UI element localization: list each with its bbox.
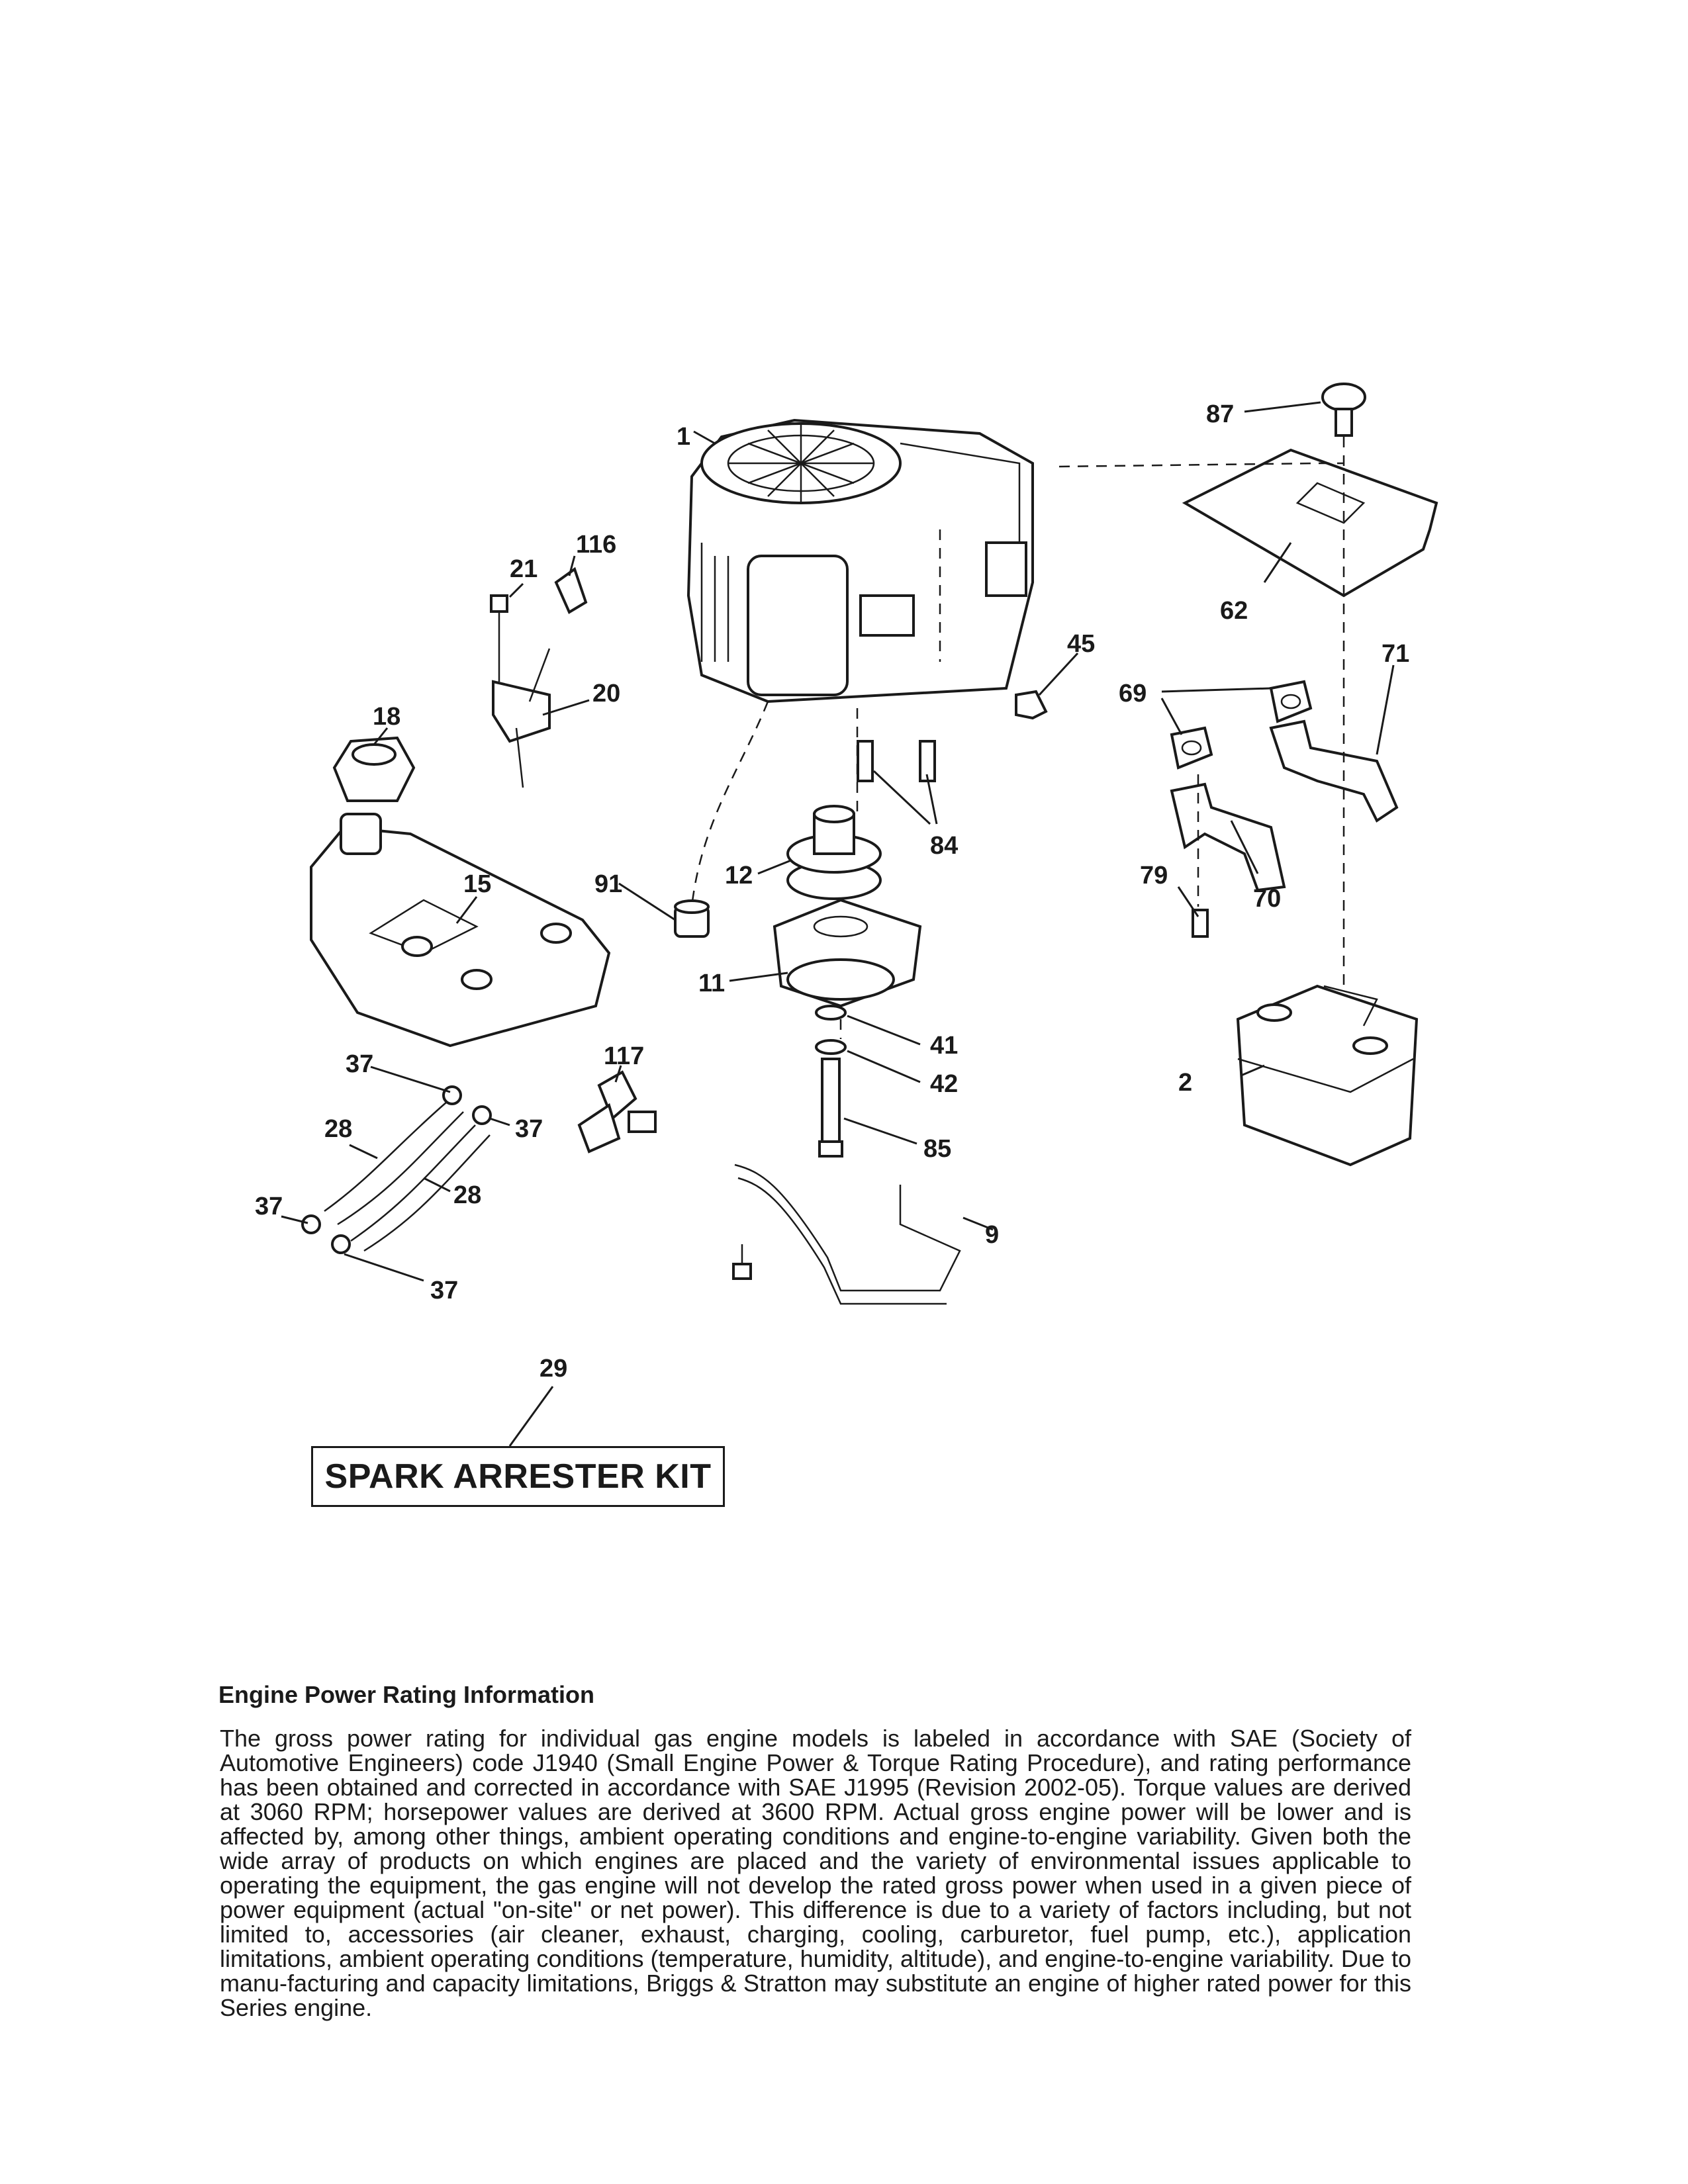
leader-lines [281, 401, 1395, 1447]
engine-power-rating-title: Engine Power Rating Information [218, 1681, 595, 1708]
callout-11: 11 [698, 970, 725, 997]
cable-part-9 [734, 1163, 961, 1305]
callout-37d: 37 [430, 1277, 458, 1304]
callout-45: 45 [1067, 630, 1095, 658]
washer-part-42 [815, 1039, 847, 1055]
fuel-line-part-28 [324, 1101, 491, 1252]
exhaust-pipe-part-71 [1269, 719, 1399, 823]
electric-clutch-part-11 [773, 898, 922, 1008]
bolt-part-79 [1192, 909, 1209, 938]
bolts-part-84 [857, 740, 936, 782]
engine-pulley-part-12 [786, 805, 882, 900]
bolt-part-85 [818, 1058, 843, 1158]
spacer-part-91 [674, 899, 710, 938]
callout-9: 9 [985, 1221, 999, 1249]
callout-37b: 37 [515, 1115, 543, 1143]
shutoff-valve-part-117 [577, 1070, 657, 1154]
callout-91: 91 [594, 870, 622, 898]
callout-41: 41 [930, 1032, 958, 1060]
callout-1: 1 [677, 423, 690, 451]
bolt-part-21 [490, 594, 508, 682]
callout-2: 2 [1178, 1069, 1192, 1097]
muffler-part-2 [1236, 984, 1419, 1167]
callout-79: 79 [1140, 862, 1168, 889]
callout-70: 70 [1253, 885, 1281, 913]
heat-shield-part-62 [1182, 448, 1438, 598]
callout-28b: 28 [453, 1181, 481, 1209]
hose-clamps-part-37 [301, 1085, 492, 1254]
callout-28a: 28 [324, 1115, 352, 1143]
throttle-control-part-20 [492, 648, 551, 788]
fuel-tank-part-15 [310, 813, 611, 1048]
callout-12: 12 [725, 862, 753, 889]
callout-85: 85 [923, 1135, 951, 1163]
callout-116: 116 [576, 531, 616, 559]
nut-part-45 [1015, 690, 1048, 720]
callout-71: 71 [1382, 640, 1409, 668]
bolt-part-87 [1321, 383, 1366, 437]
callout-42: 42 [930, 1070, 958, 1098]
exhaust-pipe-part-70 [1170, 782, 1286, 892]
callout-84: 84 [930, 832, 958, 860]
callout-87: 87 [1206, 400, 1234, 428]
fuel-cap-part-18 [332, 736, 416, 802]
callout-62: 62 [1220, 597, 1248, 625]
callout-29: 29 [539, 1355, 567, 1383]
engine-part-1 [686, 418, 1034, 704]
callout-69: 69 [1119, 680, 1147, 707]
callout-18: 18 [373, 703, 400, 731]
washer-part-41 [815, 1005, 847, 1021]
callout-21: 21 [510, 555, 538, 583]
callout-117: 117 [604, 1042, 644, 1070]
callout-20: 20 [592, 680, 620, 707]
callout-37a: 37 [346, 1050, 373, 1078]
engine-power-rating-text: The gross power rating for individual ga… [220, 1725, 1411, 2021]
spark-arrester-kit-label: SPARK ARRESTER KIT [311, 1446, 725, 1507]
callout-15: 15 [463, 870, 491, 898]
knob-part-116 [554, 567, 588, 614]
gasket-part-69 [1170, 680, 1313, 770]
nut-part [732, 1244, 752, 1280]
callout-37c: 37 [255, 1193, 283, 1220]
